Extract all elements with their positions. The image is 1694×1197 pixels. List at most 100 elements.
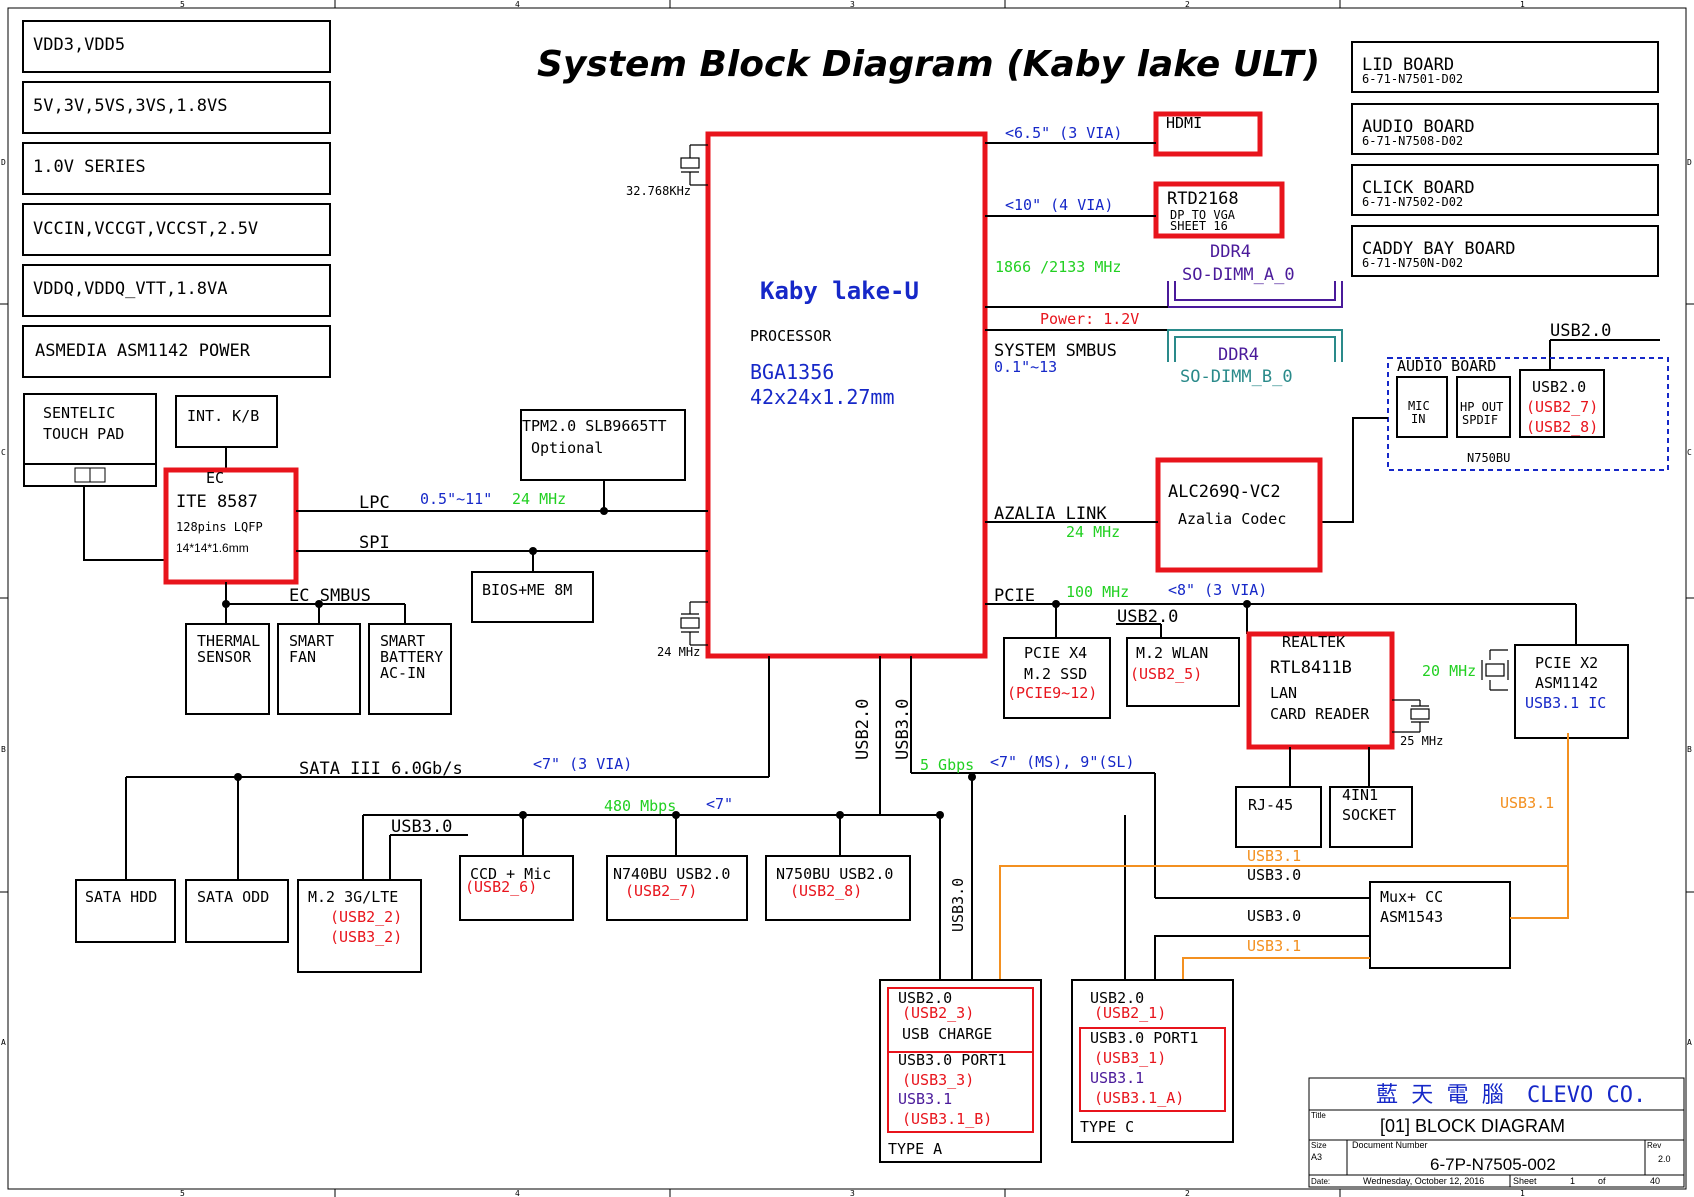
socket-l2: SOCKET bbox=[1342, 806, 1396, 824]
ec-box bbox=[163, 467, 299, 585]
spi-label: SPI bbox=[359, 533, 390, 553]
crystal-icon bbox=[680, 144, 708, 186]
typec-port: USB3.0 PORT1 bbox=[1090, 1029, 1198, 1047]
socket-box bbox=[1329, 786, 1413, 848]
bios-label: BIOS+ME 8M bbox=[482, 581, 572, 599]
mic-in-box bbox=[1396, 376, 1448, 438]
audio-usb-top: USB2.0 bbox=[1550, 321, 1611, 341]
svg-text:5: 5 bbox=[180, 1189, 185, 1197]
codec-name: ALC269Q-VC2 bbox=[1168, 482, 1281, 502]
realtek-l4: CARD READER bbox=[1270, 705, 1370, 723]
tpm-box bbox=[520, 409, 686, 481]
rj45-label: RJ-45 bbox=[1248, 796, 1293, 814]
crystal-icon bbox=[1481, 649, 1509, 691]
sheet-total: 40 bbox=[1650, 1176, 1660, 1186]
svg-text:C: C bbox=[1687, 448, 1692, 457]
cpu-package: BGA1356 bbox=[750, 360, 834, 384]
board-list bbox=[1351, 41, 1659, 277]
n750-box bbox=[765, 855, 911, 921]
svg-text:A: A bbox=[1, 1038, 6, 1047]
codec-audio-line bbox=[1321, 417, 1388, 523]
sheet-title: [01] BLOCK DIAGRAM bbox=[1380, 1116, 1565, 1136]
asm1142-l1: PCIE X2 bbox=[1535, 654, 1598, 672]
sheet-lbl: Sheet bbox=[1513, 1176, 1537, 1186]
rev-value: 2.0 bbox=[1658, 1154, 1671, 1164]
lte-usb30-label: USB3.0 bbox=[391, 817, 452, 837]
audio-usb-b: (USB2_8) bbox=[1526, 418, 1598, 436]
touchpad-l2: TOUCH PAD bbox=[43, 425, 124, 443]
audio-board-title: AUDIO BOARD bbox=[1397, 357, 1496, 375]
mux-usb30b: USB3.0 bbox=[1247, 907, 1301, 925]
crystal-icon bbox=[1392, 699, 1430, 733]
svg-text:2: 2 bbox=[1185, 0, 1190, 9]
lpc-freq: 24 MHz bbox=[512, 490, 566, 508]
battery-l3: AC-IN bbox=[380, 664, 425, 682]
mux-usb30a: USB3.0 bbox=[1247, 866, 1301, 884]
svg-text:5: 5 bbox=[180, 0, 185, 9]
typea-port: USB3.0 PORT1 bbox=[898, 1051, 1006, 1069]
ssd-l1: PCIE X4 bbox=[1024, 644, 1087, 662]
rtd-sheet: SHEET 16 bbox=[1170, 219, 1228, 233]
board-name: LID BOARD bbox=[1362, 55, 1454, 75]
mic-label-2: IN bbox=[1411, 412, 1425, 426]
title-block bbox=[1308, 1077, 1685, 1188]
cpu-box bbox=[705, 131, 988, 659]
socket-l1: 4IN1 bbox=[1342, 786, 1378, 804]
battery-box bbox=[368, 623, 452, 715]
ec-dim: 14*14*1.6mm bbox=[176, 541, 249, 555]
size-lbl: Size bbox=[1311, 1141, 1327, 1150]
ec-pins: 128pins LQFP bbox=[176, 520, 263, 534]
rtd-box bbox=[1153, 181, 1285, 239]
keyboard-label: INT. K/B bbox=[187, 407, 259, 425]
svg-text:D: D bbox=[1687, 158, 1692, 167]
board-name: CLICK BOARD bbox=[1362, 178, 1475, 198]
typec-usb20: USB2.0 bbox=[1090, 989, 1144, 1007]
asm-usb31-label: USB3.1 bbox=[1500, 794, 1554, 812]
company-name: CLEVO CO. bbox=[1527, 1083, 1646, 1108]
ssd-box bbox=[1003, 637, 1111, 719]
sata-label: SATA III 6.0Gb/s bbox=[299, 759, 463, 779]
usb-bus-trace: <7" bbox=[706, 795, 733, 813]
pcie-freq: 100 MHz bbox=[1066, 583, 1129, 601]
ddr-a-slot: SO-DIMM_A_0 bbox=[1182, 265, 1295, 285]
svg-text:B: B bbox=[1687, 745, 1692, 754]
asm1142-box bbox=[1514, 644, 1629, 739]
sata-odd-label: SATA ODD bbox=[197, 888, 269, 906]
xtal2-label: 24 MHz bbox=[657, 645, 700, 659]
typec-usb20s: (USB2_1) bbox=[1094, 1004, 1166, 1022]
sata-hdd-box bbox=[75, 879, 176, 943]
usb30-trace: <7" (MS), 9"(SL) bbox=[990, 753, 1135, 771]
lte-box bbox=[297, 879, 422, 973]
title-lbl: Title bbox=[1311, 1111, 1326, 1120]
smbus-trace: 0.1"~13 bbox=[994, 358, 1057, 376]
hp-label-2: SPDIF bbox=[1462, 413, 1498, 427]
touchpad-box bbox=[23, 393, 157, 487]
realtek-xtal: 25 MHz bbox=[1400, 734, 1443, 748]
azalia-freq: 24 MHz bbox=[1066, 523, 1120, 541]
ccd-box bbox=[459, 855, 574, 921]
rtd-label: RTD2168 bbox=[1167, 189, 1239, 209]
typea-usb20: USB2.0 bbox=[898, 989, 952, 1007]
realtek-l2: RTL8411B bbox=[1270, 658, 1352, 678]
wlan-l1: M.2 WLAN bbox=[1136, 644, 1208, 662]
typec-port-s: (USB3_1) bbox=[1094, 1049, 1166, 1067]
thermal-l1: THERMAL bbox=[197, 632, 260, 650]
svg-text:3: 3 bbox=[850, 0, 855, 9]
board-part: 6-71-N7501-D02 bbox=[1362, 72, 1463, 86]
lpc-trace: 0.5"~11" bbox=[420, 490, 492, 508]
realtek-freq: 20 MHz bbox=[1422, 662, 1476, 680]
n750-l2: (USB2_8) bbox=[790, 882, 862, 900]
ec-tag: EC bbox=[206, 469, 224, 487]
rj45-box bbox=[1235, 786, 1322, 848]
lte-l2: (USB2_2) bbox=[330, 908, 402, 926]
ddr-b-slot: SO-DIMM_B_0 bbox=[1180, 367, 1293, 387]
svg-text:4: 4 bbox=[515, 1189, 520, 1197]
ec-smbus-label: EC SMBUS bbox=[289, 586, 371, 606]
svg-text:D: D bbox=[1, 158, 6, 167]
ddr-power: Power: 1.2V bbox=[1040, 310, 1139, 328]
cpu-type: PROCESSOR bbox=[750, 327, 832, 345]
sheet-number: 1 bbox=[1570, 1176, 1575, 1186]
mux-usb31b: USB3.1 bbox=[1247, 937, 1301, 955]
power-item: VDDQ,VDDQ_VTT,1.8VA bbox=[33, 279, 227, 299]
date-value: Wednesday, October 12, 2016 bbox=[1363, 1176, 1484, 1186]
